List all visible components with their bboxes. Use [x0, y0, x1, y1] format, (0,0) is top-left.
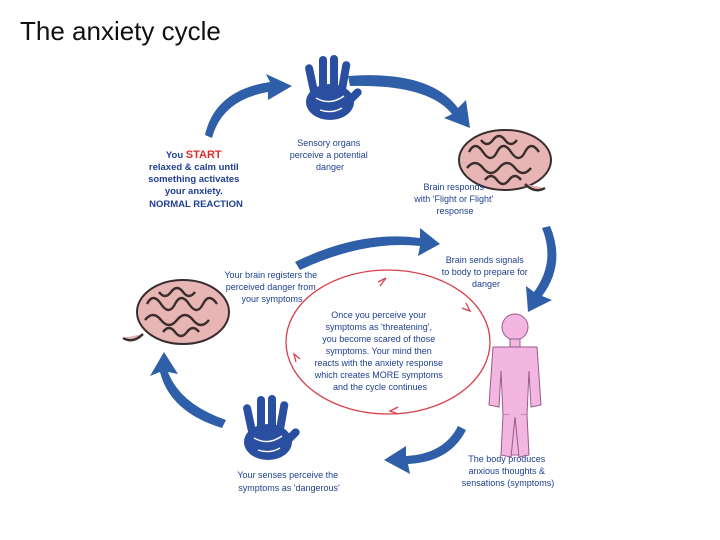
- hand-icon: [243, 395, 300, 460]
- page-title: The anxiety cycle: [20, 16, 221, 46]
- step-brain-responds-label: Brain responds with 'Flight or Flight' r…: [413, 182, 495, 216]
- inner-loop: [285, 269, 491, 415]
- step-sensory-label: Sensory organs perceive a potential dang…: [290, 138, 371, 172]
- body-icon: [488, 313, 542, 458]
- brain-icon: [122, 279, 230, 345]
- cycle-arrow-6: [150, 352, 226, 428]
- start-text: You START relaxed & calm until something…: [148, 145, 244, 210]
- cycle-arrow-3: [295, 228, 440, 270]
- cycle-arrow-1: [205, 74, 292, 138]
- step-brain-signals-label: Brain sends signals to body to prepare f…: [442, 255, 531, 289]
- cycle-arrow-2: [348, 75, 470, 128]
- inner-loop-text: Once you perceive your symptoms as 'thre…: [314, 310, 446, 392]
- step-body-produces-label: The body produces anxious thoughts & sen…: [462, 454, 555, 488]
- step-brain-registers-label: Your brain registers the perceived dange…: [224, 270, 319, 304]
- step-senses-label: Your senses perceive the symptoms as 'da…: [237, 470, 340, 493]
- cycle-arrow-5: [384, 426, 466, 474]
- cycle-arrow-4: [526, 226, 557, 312]
- brain-icon: [458, 129, 552, 192]
- hand-icon: [305, 55, 362, 120]
